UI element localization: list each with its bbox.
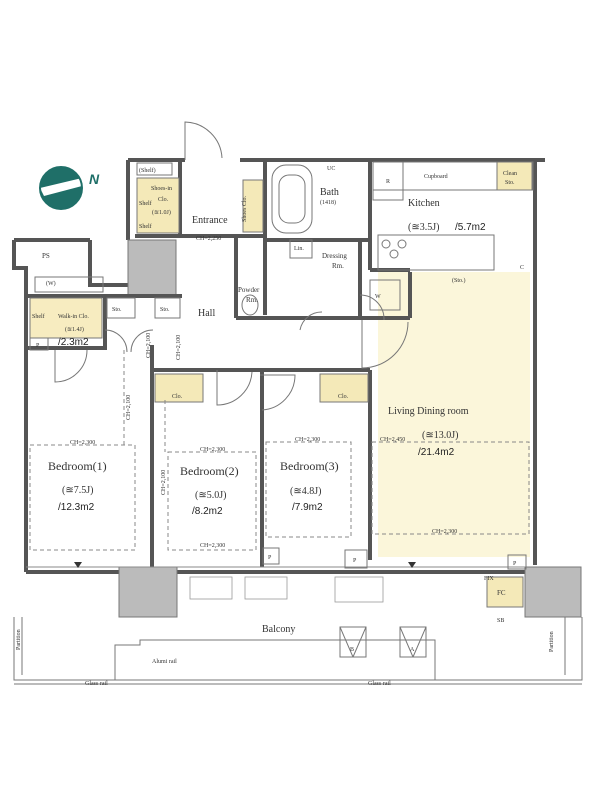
window-marker xyxy=(74,562,82,568)
p4-label: P xyxy=(513,561,517,567)
p-box xyxy=(507,554,527,570)
ps-label: PS xyxy=(42,252,50,260)
powder-label-2: Rm. xyxy=(246,296,258,304)
stove-burner xyxy=(389,249,399,259)
bathtub-inner xyxy=(278,174,306,224)
hall-label: Hall xyxy=(198,308,215,319)
lin-label: Lin. xyxy=(294,246,304,252)
bedroom1-area-j: (≊7.5J) xyxy=(62,485,93,496)
stove-burner xyxy=(381,239,391,249)
bathtub xyxy=(271,164,313,234)
dressing-label-1: Dressing xyxy=(322,252,347,260)
shoes-in-clo-label-2: Clo. xyxy=(158,197,169,203)
fc-label: FC xyxy=(497,589,506,597)
living-area-j: (≊13.0J) xyxy=(422,430,458,441)
bedroom2-area-m2: /8.2m2 xyxy=(192,506,223,517)
glass-rail-right-label: Glass rail xyxy=(368,681,391,687)
clean-sto-label-1: Clean xyxy=(503,171,517,177)
w-label: W xyxy=(375,294,381,300)
outdoor-units xyxy=(189,576,524,658)
sb-label: SB xyxy=(497,618,504,624)
sto-kitchen-label: (Sto.) xyxy=(452,277,466,284)
compass-label: N xyxy=(89,171,100,187)
shelf-top-label: (Shelf) xyxy=(139,167,156,174)
door-swings xyxy=(54,121,409,411)
bedroom3-area-m2: /7.9m2 xyxy=(292,502,323,513)
ch-bed2-side-label: CH=2,100 xyxy=(161,470,167,495)
living-label: Living Dining room xyxy=(388,406,469,417)
ch-entrance-label: CH=2,250 xyxy=(196,236,221,242)
kitchen-label: Kitchen xyxy=(408,198,440,209)
bedroom3-area-j: (≊4.8J) xyxy=(290,486,321,497)
glass-rail-left-label: Glass rail xyxy=(85,681,108,687)
bath-label: Bath xyxy=(320,187,339,198)
walkin-area-j: (≊1.4J) xyxy=(65,326,84,333)
bedroom1-label: Bedroom(1) xyxy=(48,459,107,473)
ch-bed2-bottom-label: CH=2,300 xyxy=(200,543,225,549)
balcony-label: Balcony xyxy=(262,624,295,635)
ch-bed1-side-label: CH=2,100 xyxy=(126,395,132,420)
fix-label: FIX xyxy=(484,576,494,582)
column xyxy=(118,566,178,618)
partition-right-label: Partition xyxy=(549,631,555,652)
p-box xyxy=(262,547,280,565)
powder-label-1: Powder xyxy=(238,286,260,294)
shelf-side-label: Shelf xyxy=(139,200,152,207)
shoes-clo-label: Shoes Clo. xyxy=(242,195,248,222)
shelf-small-label: Shelf xyxy=(139,223,152,230)
dressing-label-2: Rm. xyxy=(332,262,344,270)
column xyxy=(127,239,177,296)
kitchen-area-j: (≊3.5J) xyxy=(408,222,439,233)
ch-living-top-label: CH=2,450 xyxy=(380,437,405,443)
clean-sto-label-2: Sto. xyxy=(505,180,515,186)
toilet xyxy=(241,294,259,316)
cupboard-label: Cupboard xyxy=(424,174,448,180)
p-label: P xyxy=(36,343,40,349)
window-marker xyxy=(408,562,416,568)
bedroom2-label: Bedroom(2) xyxy=(180,464,239,478)
uc-label: UC xyxy=(327,166,335,172)
p-box xyxy=(29,337,49,351)
sto-label-2: Sto. xyxy=(160,307,170,313)
ceiling-lines xyxy=(29,350,530,551)
stove-burner xyxy=(397,239,407,249)
sto-label-1: Sto. xyxy=(112,307,122,313)
c-label: C xyxy=(520,265,524,271)
ch-hall-label-1: CH=2,100 xyxy=(146,333,152,358)
closet-boxes xyxy=(29,161,534,403)
kitchen-area-m2: /5.7m2 xyxy=(455,222,486,233)
entrance-label: Entrance xyxy=(192,215,228,226)
ch-bed3-label: CH=2,300 xyxy=(295,437,320,443)
shoes-in-clo-label-1: Shoes-in xyxy=(151,186,172,192)
interior-walls xyxy=(26,160,412,567)
a-label: A xyxy=(410,647,415,653)
bedroom2-area-j: (≊5.0J) xyxy=(195,490,226,501)
column xyxy=(524,566,582,618)
ch-hall-label-2: CH=2,100 xyxy=(176,335,182,360)
living-area-m2: /21.4m2 xyxy=(418,447,455,458)
alumi-rail-label: Alumi rail xyxy=(152,659,177,665)
partition-left-label: Partition xyxy=(16,629,22,650)
bath-size-label: (1418) xyxy=(320,199,336,206)
balcony-outline xyxy=(13,617,583,685)
walkin-shelf-label: Shelf xyxy=(32,313,45,320)
bedroom3-label: Bedroom(3) xyxy=(280,459,339,473)
shoes-in-clo-area: (≊1.0J) xyxy=(152,209,171,216)
p3-label: P xyxy=(353,558,357,564)
clo-label-3: Clo. xyxy=(338,394,349,400)
r-label: R xyxy=(386,179,390,185)
walkin-area-m2: /2.3m2 xyxy=(58,337,89,348)
walkin-w-label: (W) xyxy=(46,280,56,287)
compass-icon: N xyxy=(39,166,100,210)
b-label: B xyxy=(350,647,354,653)
ch-bed2-label: CH=2,300 xyxy=(200,447,225,453)
ch-living-bottom-label: CH=2,300 xyxy=(432,529,457,535)
p-box xyxy=(344,549,368,569)
ch-bed1-label: CH=2,300 xyxy=(70,440,95,446)
p2-label: P xyxy=(268,555,272,561)
clo-label-2: Clo. xyxy=(172,394,183,400)
bedroom1-area-m2: /12.3m2 xyxy=(58,502,95,513)
walkin-label: Walk-in Clo. xyxy=(58,314,89,320)
